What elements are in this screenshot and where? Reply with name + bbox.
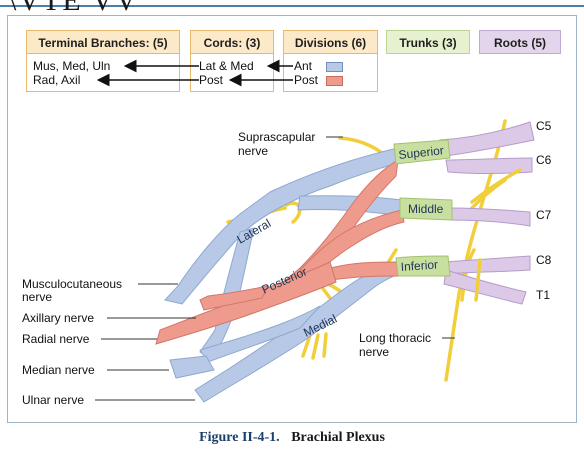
root-c8	[443, 255, 531, 275]
medial-cord	[194, 261, 401, 403]
legend-cords-item: Post	[199, 73, 224, 87]
legend-terminal-branches-header: Terminal Branches: (5)	[26, 30, 180, 54]
axillary-nerve-stub	[199, 285, 269, 311]
figure-caption: Figure II-4-1. Brachial Plexus	[0, 430, 584, 446]
root-label-c8: C8	[536, 253, 552, 267]
medial-cutaneous-branch	[301, 333, 312, 358]
legend-divisions-item: Post	[294, 73, 319, 87]
medial-cutaneous-branch	[322, 332, 328, 358]
root-label-c6: C6	[536, 153, 552, 167]
header-text-fragment: \VTE VV	[8, 0, 139, 17]
root-label-c5: C5	[536, 119, 552, 133]
legend-cords-header: Cords: (3)	[190, 30, 274, 54]
c8-branch	[474, 258, 482, 302]
median-nerve-trunk	[169, 355, 215, 379]
root-c6	[445, 157, 533, 174]
legend-terminal-branches-list: Mus, Med, Uln Rad, Axil	[26, 54, 180, 92]
long-thoracic-nerve-label-line1: Long thoracic	[359, 331, 432, 345]
trunks	[393, 139, 453, 277]
leader-lines	[95, 136, 455, 401]
long-thoracic-nerve-label-line2: nerve	[359, 345, 390, 359]
legend-divisions-item: Ant	[294, 59, 313, 73]
legend-trunks-header: Trunks (3)	[386, 30, 470, 54]
legend-terminal-item: Mus, Med, Uln	[33, 59, 111, 73]
trunk-label-inferior: Inferior	[400, 257, 438, 274]
front-nerve-branches	[470, 168, 522, 302]
header-rule	[0, 5, 584, 7]
legend-terminal-item: Rad, Axil	[33, 73, 81, 87]
posterior-swatch	[326, 76, 343, 86]
trunk-label-middle: Middle	[408, 202, 444, 216]
roots	[439, 121, 535, 305]
middle-trunk	[399, 197, 453, 221]
superior-trunk	[393, 139, 451, 165]
suprascapular-nerve-label-line1: Suprascapular	[238, 130, 316, 144]
root-c7	[449, 207, 531, 227]
lateral-cord	[164, 147, 403, 305]
axillary-nerve-label: Axillary nerve	[22, 311, 95, 325]
posterior-divisions-and-cord	[155, 159, 405, 345]
legend-cords-item: Lat & Med	[199, 59, 254, 73]
inferior-trunk	[395, 255, 451, 277]
median-nerve-label: Median nerve	[22, 363, 95, 377]
legend-divisions-header: Divisions (6)	[283, 30, 378, 54]
root-label-c7: C7	[536, 208, 552, 222]
medial-cutaneous-branch	[311, 333, 320, 360]
root-t1	[443, 269, 527, 305]
c6-branch	[470, 168, 522, 204]
caption-figure-number: Figure II-4-1.	[199, 430, 280, 445]
ulnar-nerve-label: Ulnar nerve	[22, 393, 85, 407]
root-c5	[439, 121, 535, 157]
trunk-label-superior: Superior	[398, 143, 445, 162]
caption-title: Brachial Plexus	[291, 430, 385, 445]
radial-nerve-label: Radial nerve	[22, 332, 90, 346]
posterior-cord-radial	[155, 261, 337, 345]
suprascapular-nerve-label-line2: nerve	[238, 144, 269, 158]
anterior-swatch	[326, 62, 343, 72]
musculocutaneous-nerve-label: Musculocutaneous nerve	[22, 277, 123, 304]
lateral-pectoral-loop	[284, 201, 302, 224]
legend-roots-header: Roots (5)	[479, 30, 561, 54]
root-label-t1: T1	[536, 288, 550, 302]
